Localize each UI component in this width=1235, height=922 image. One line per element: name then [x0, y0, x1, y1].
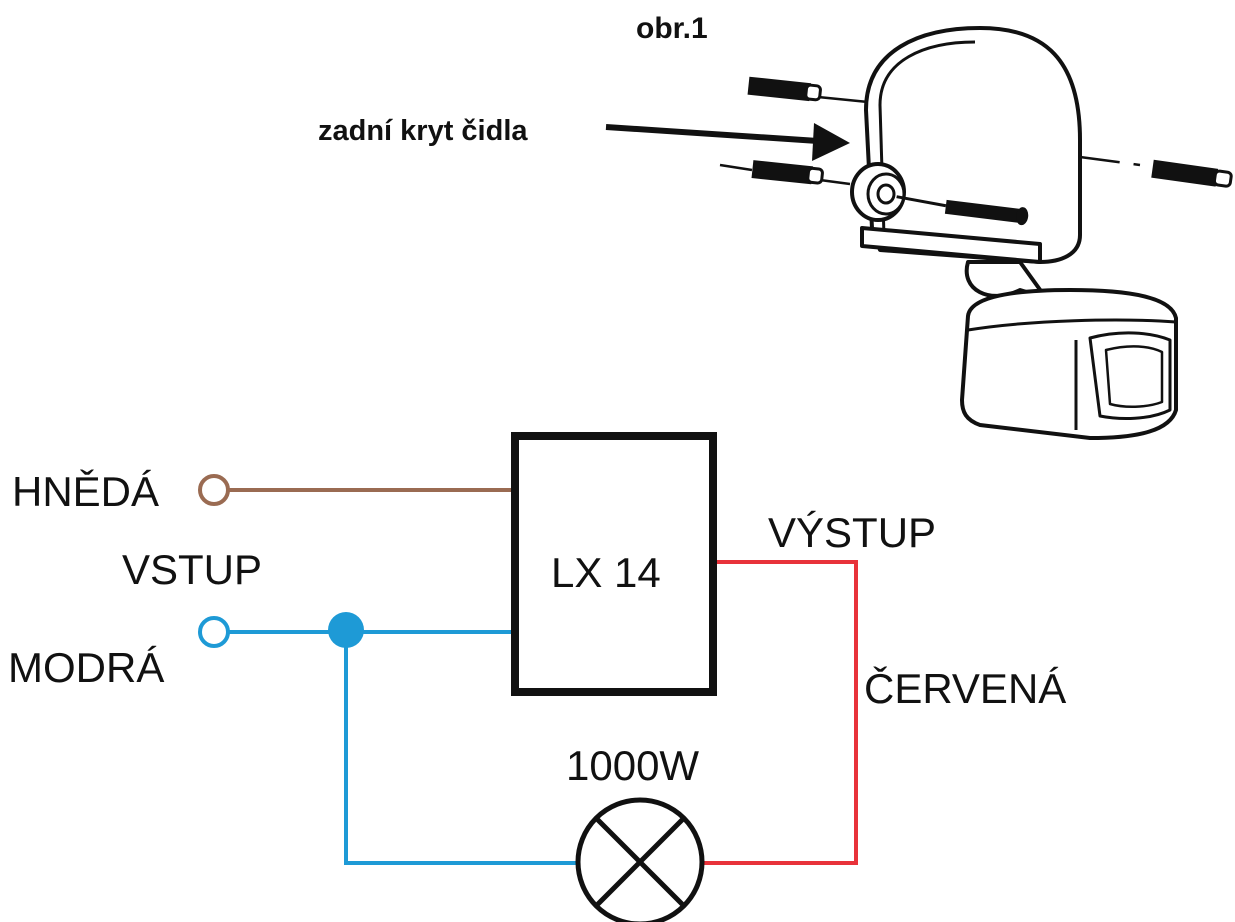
screw-icon [747, 76, 1233, 226]
lamp-icon [575, 797, 705, 922]
blue-wire [228, 630, 578, 865]
load-label: 1000W [566, 742, 699, 789]
blue-terminal [198, 616, 230, 648]
blue-wire-label: MODRÁ [8, 644, 164, 691]
brown-wire-label: HNĚDÁ [12, 468, 159, 515]
brown-terminal [198, 474, 230, 506]
motion-sensor-icon [719, 26, 1178, 440]
device-label: LX 14 [551, 549, 661, 596]
junction-dot [328, 612, 364, 648]
red-wire-label: ČERVENÁ [864, 665, 1066, 712]
cover-label: zadní kryt čidla [318, 115, 528, 147]
figure-caption: obr.1 [636, 12, 708, 45]
lx14-device-box [511, 432, 717, 696]
input-label: VSTUP [122, 546, 262, 593]
red-wire [702, 560, 858, 865]
output-label: VÝSTUP [768, 509, 936, 556]
arrow-icon [605, 123, 850, 161]
